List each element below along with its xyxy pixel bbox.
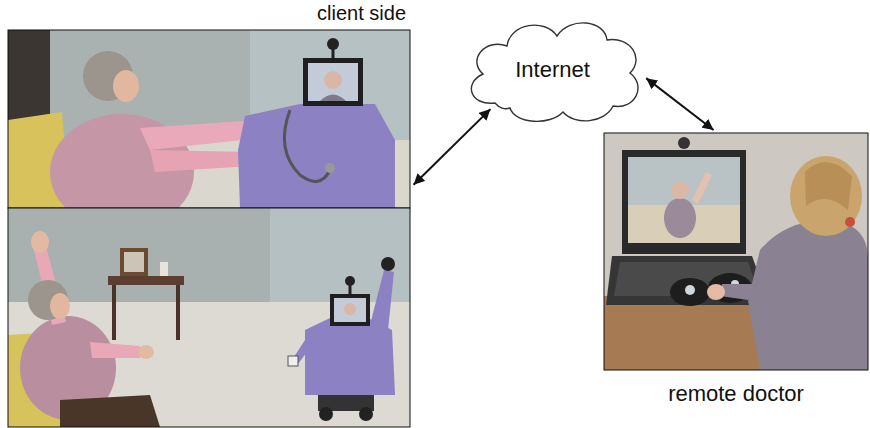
client-photo-bottom <box>124 252 144 272</box>
photo-frame <box>8 30 410 208</box>
doctor-photo <box>805 162 852 210</box>
client-photo-bottom <box>334 298 366 322</box>
photo-frame <box>604 133 868 370</box>
client-photo-bottom <box>138 345 154 359</box>
doctor-photo <box>622 150 746 254</box>
connector-arrow <box>646 78 713 130</box>
client-photo-bottom <box>319 407 333 421</box>
photo-panel: remote doctor <box>604 133 868 415</box>
client-photo-top <box>284 110 330 181</box>
client-photo-bottom <box>176 285 180 340</box>
doctor-photo <box>692 172 712 204</box>
cloud-label: Internet <box>515 56 590 83</box>
client-photo-bottom <box>8 208 410 427</box>
client-photo-bottom <box>305 318 395 395</box>
doctor-photo <box>606 256 770 305</box>
connector-arrow <box>414 109 491 185</box>
doctor-photo <box>790 156 862 236</box>
panel-caption: client side <box>317 1 406 26</box>
doctor-photo <box>604 133 868 370</box>
doctor-photo <box>707 284 725 300</box>
doctor-photo <box>748 221 868 370</box>
client-photo-bottom <box>90 342 140 358</box>
client-photo-bottom <box>120 248 148 276</box>
client-photo-bottom <box>31 231 49 253</box>
doctor-photo <box>671 181 689 199</box>
client-photo-top <box>303 58 363 106</box>
client-photo-top <box>308 63 358 101</box>
panel-caption: remote doctor <box>668 380 804 407</box>
doctor-photo <box>604 133 868 370</box>
client-photo-bottom <box>8 208 410 304</box>
client-photo-bottom <box>344 303 356 315</box>
doctor-photo <box>670 278 710 306</box>
client-photo-top <box>150 150 252 172</box>
doctor-photo <box>845 217 855 227</box>
client-photo-bottom <box>288 356 298 366</box>
client-photo-top <box>324 71 342 89</box>
photo-panel: client side <box>8 0 410 428</box>
photo-frame <box>8 208 410 427</box>
client-photo-bottom <box>60 395 160 427</box>
doctor-photo <box>720 284 756 300</box>
doctor-photo <box>678 137 690 149</box>
doctor-photo <box>664 198 696 238</box>
cloud-outline <box>471 23 638 122</box>
client-photo-bottom <box>112 285 116 340</box>
client-photo-top <box>327 38 339 50</box>
client-photo-bottom <box>381 257 395 271</box>
client-photo-bottom <box>359 407 373 421</box>
client-photo-top <box>320 95 346 102</box>
client-photo-bottom <box>108 276 184 285</box>
client-photo-bottom <box>50 293 70 319</box>
internet-cloud: Internet <box>455 8 650 130</box>
client-photo-top <box>8 30 410 208</box>
client-photo-bottom <box>370 270 394 330</box>
client-photo-top <box>325 163 335 173</box>
doctor-photo <box>628 157 740 243</box>
client-photo-bottom <box>330 294 370 326</box>
client-photo-bottom <box>345 276 355 286</box>
client-photo-top <box>113 70 139 102</box>
client-photo-top <box>238 104 395 208</box>
client-photo-bottom <box>160 262 168 276</box>
doctor-photo <box>685 285 695 295</box>
